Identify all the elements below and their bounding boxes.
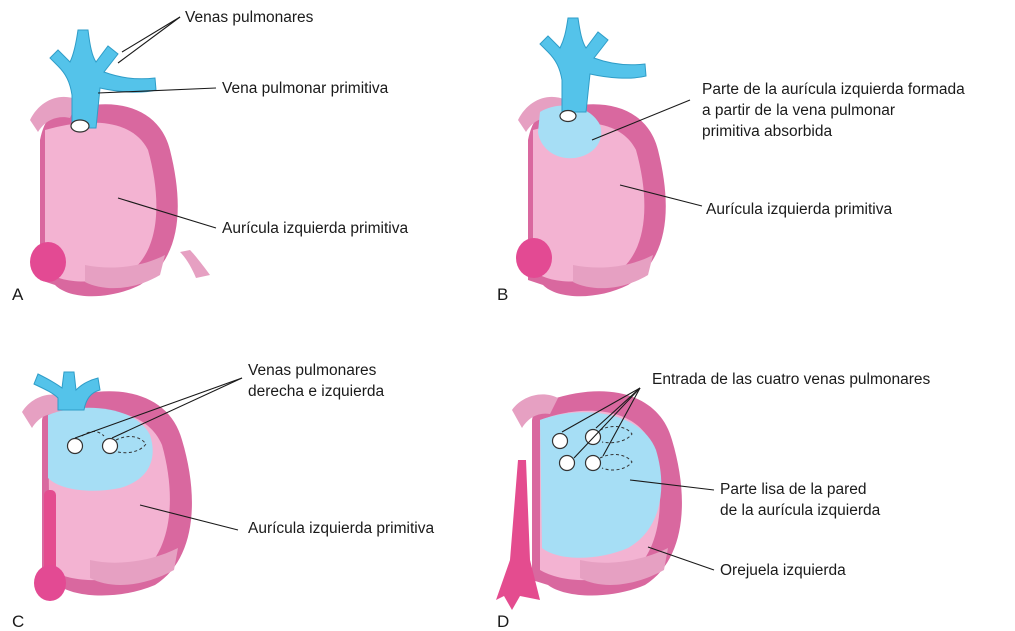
panel-c: Venas pulmonares derecha e izquierda Aur… xyxy=(12,362,434,631)
vein-orifice xyxy=(559,109,577,123)
absorbed-vein-wall xyxy=(538,105,602,159)
septum-primum xyxy=(44,490,56,572)
sinus-node xyxy=(34,565,66,601)
vein-orifice-right xyxy=(101,437,119,455)
label-venas-line2: derecha e izquierda xyxy=(248,383,385,400)
vein-orifice-left xyxy=(66,437,84,455)
label-parte-line1: Parte de la aurícula izquierda formada xyxy=(702,81,965,98)
sinus-node xyxy=(30,242,66,282)
smooth-wall xyxy=(48,407,153,491)
trabeculated-wall xyxy=(45,122,157,282)
pulmonary-vein xyxy=(33,371,101,411)
atrium-b xyxy=(516,17,666,297)
label-venas-pulmonares: Venas pulmonares xyxy=(185,9,314,26)
label-auricula-izquierda-primitiva: Aurícula izquierda primitiva xyxy=(222,220,408,237)
label-lisa-line2: de la aurícula izquierda xyxy=(720,502,881,519)
smooth-wall xyxy=(540,412,662,558)
panel-letter: B xyxy=(497,285,508,304)
trabeculated-wall xyxy=(533,122,645,282)
pulmonary-vein xyxy=(539,17,647,113)
panel-letter: C xyxy=(12,612,24,631)
label-entrada-venas: Entrada de las cuatro venas pulmonares xyxy=(652,371,931,388)
label-parte-line3: primitiva absorbida xyxy=(702,123,832,140)
panel-letter: D xyxy=(497,612,509,631)
panel-d: Entrada de las cuatro venas pulmonares P… xyxy=(496,371,931,631)
atrium-c xyxy=(22,371,192,601)
atrium-a xyxy=(30,29,210,297)
septum xyxy=(496,460,540,610)
panel-a: Venas pulmonares Vena pulmonar primitiva… xyxy=(12,9,408,304)
atrial-lip xyxy=(30,96,78,132)
label-lisa-line1: Parte lisa de la pared xyxy=(720,481,866,498)
label-auricula-izquierda-primitiva: Aurícula izquierda primitiva xyxy=(248,520,434,537)
atrium-d xyxy=(496,391,682,610)
label-auricula-izquierda-primitiva: Aurícula izquierda primitiva xyxy=(706,201,892,218)
vein-orifice-1 xyxy=(551,432,569,450)
panel-letter: A xyxy=(12,285,24,304)
label-parte-line2: a partir de la vena pulmonar xyxy=(702,102,895,119)
vein-orifice xyxy=(70,119,90,133)
vein-orifice-4 xyxy=(584,454,602,472)
vein-orifice-3 xyxy=(558,454,576,472)
sinus-node xyxy=(516,238,552,278)
panel-b: Parte de la aurícula izquierda formada a… xyxy=(497,17,965,304)
label-vena-pulmonar-primitiva: Vena pulmonar primitiva xyxy=(222,80,389,97)
label-venas-line1: Venas pulmonares xyxy=(248,362,377,379)
label-orejuela-izquierda: Orejuela izquierda xyxy=(720,562,846,579)
